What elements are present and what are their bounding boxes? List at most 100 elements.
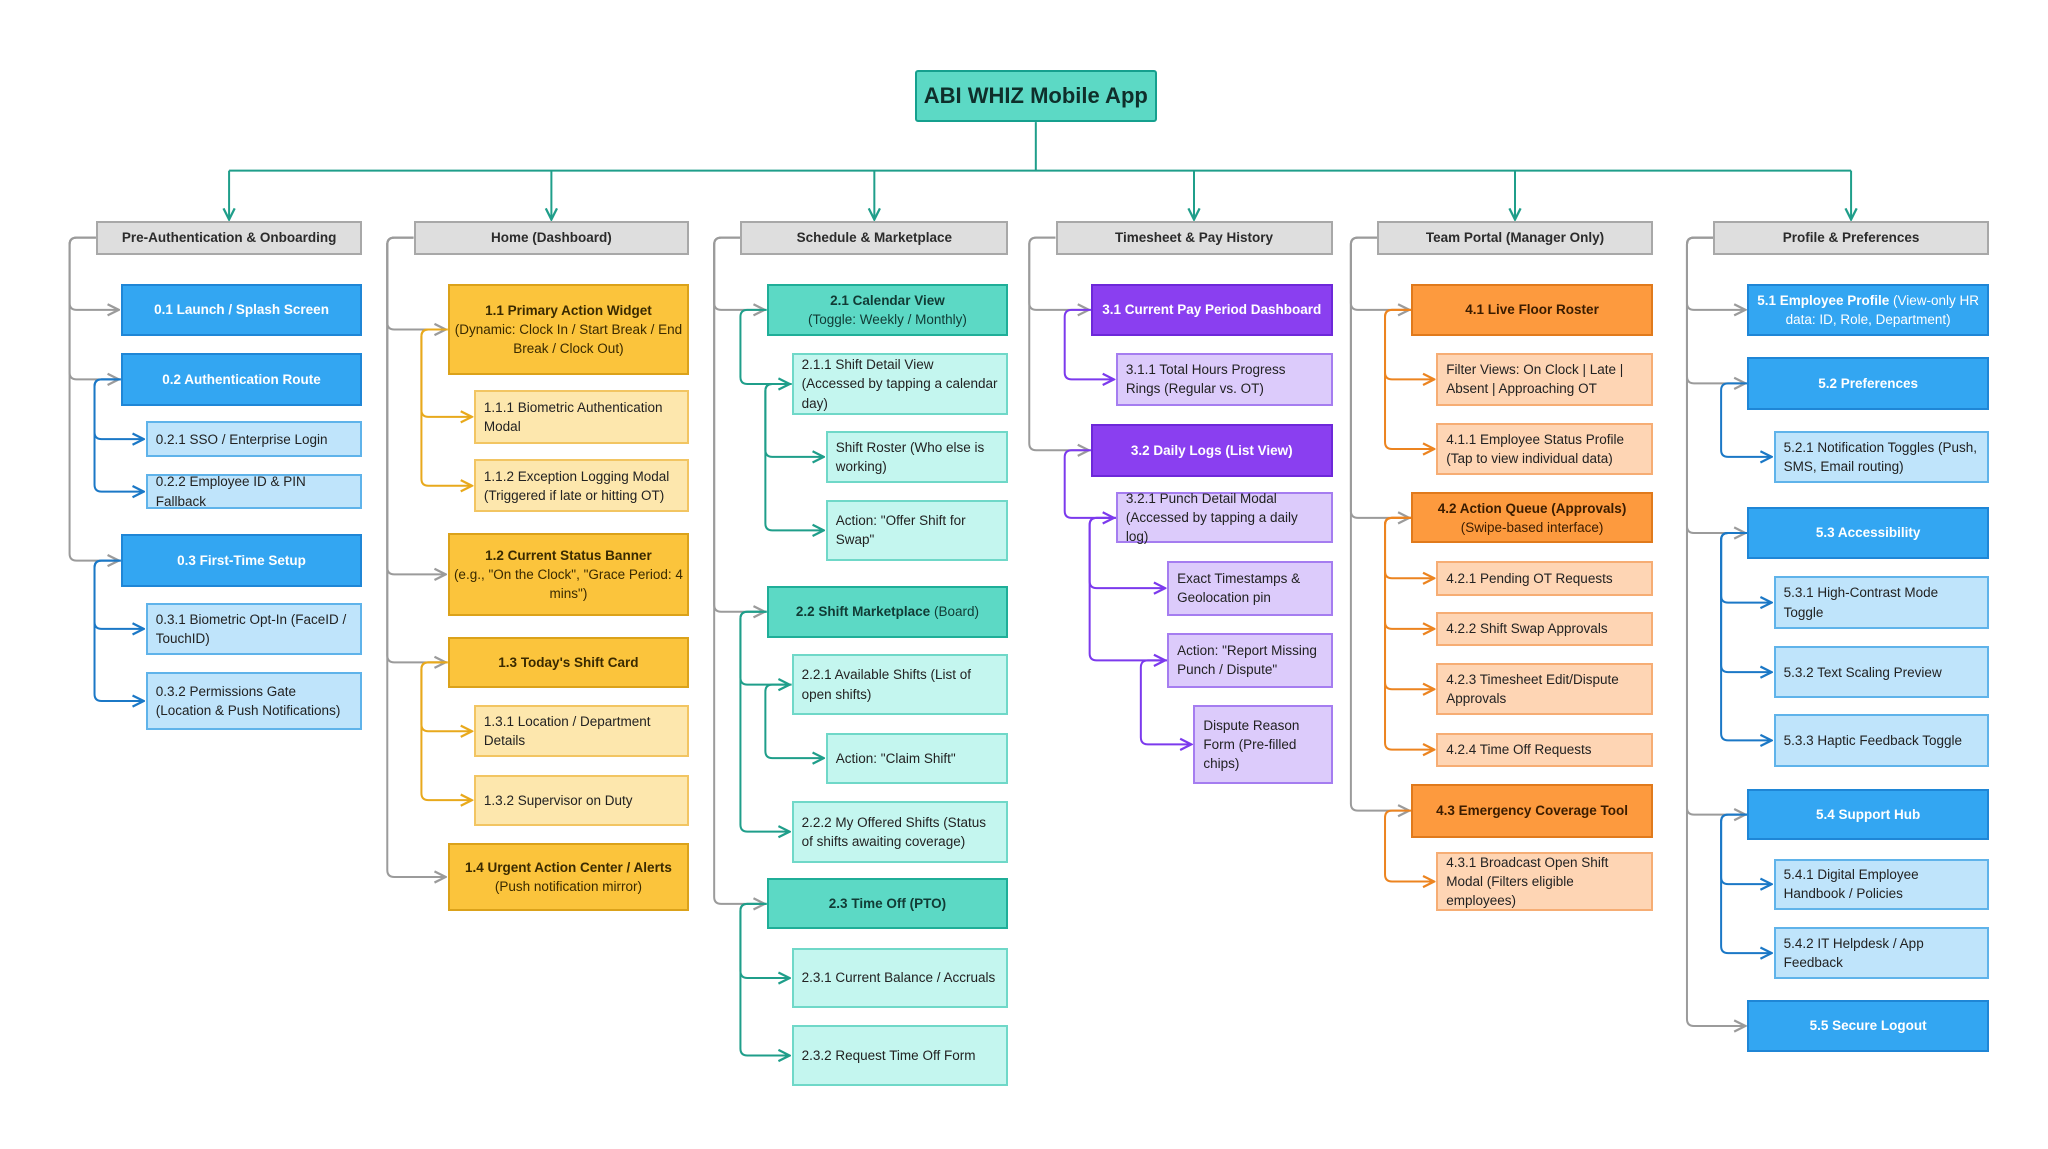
- node-label: 4.2.1 Pending OT Requests: [1446, 570, 1613, 586]
- node-4-2-action-queue-approvals: 4.2 Action Queue (Approvals)(Swipe-based…: [1411, 492, 1653, 544]
- node-label: Pre-Authentication & Onboarding: [121, 230, 337, 246]
- connector-action-report-missing-punch-dispute: [1088, 516, 1165, 660]
- connector-0-3-2-permissions-gate-location-push-notifications: [93, 559, 144, 701]
- node-0-3-2-permissions-gate-location-push-notifications: 0.3.2 Permissions Gate (Location & Push …: [145, 672, 363, 730]
- node-label: 4.2 Action Queue (Approvals): [1437, 500, 1627, 516]
- node-label: 4.3.1 Broadcast Open Shift Modal (Filter…: [1446, 854, 1609, 909]
- node-1-1-2-exception-logging-modal-triggered-if-late-or-hitting-o: 1.1.2 Exception Logging Modal (Triggered…: [473, 459, 690, 512]
- connector-5-3-accessibility: [1685, 236, 1745, 533]
- connector-action-claim-shift: [764, 683, 823, 759]
- node-label: 5.2 Preferences: [1818, 375, 1919, 391]
- node-4-2-4-time-off-requests: 4.2.4 Time Off Requests: [1436, 732, 1653, 767]
- node-label: 5.1 Employee Profile: [1757, 292, 1890, 308]
- connector-0-2-authentication-route: [68, 236, 119, 380]
- node-0-2-authentication-route: 0.2 Authentication Route: [120, 353, 363, 406]
- node-label: Home (Dashboard): [490, 230, 612, 246]
- node-label: 1.2 Current Status Banner: [485, 547, 652, 563]
- node-5-1-employee-profile: 5.1 Employee Profile (View-only HR data:…: [1747, 283, 1989, 337]
- connector-1-3-today-s-shift-card: [386, 236, 445, 663]
- node-1-1-1-biometric-authentication-modal: 1.1.1 Biometric Authentication Modal: [473, 389, 690, 444]
- node-label: Dispute Reason Form (Pre-filled chips): [1203, 717, 1300, 771]
- connector-action-offer-shift-for-swap: [764, 383, 823, 530]
- node-2-3-time-off-pto: 2.3 Time Off (PTO): [766, 878, 1009, 930]
- node-5-3-3-haptic-feedback-toggle: 5.3.3 Haptic Feedback Toggle: [1773, 714, 1989, 767]
- connector-0-2-2-employee-id-pin-fallback: [93, 378, 144, 491]
- node-label: Profile & Preferences: [1782, 230, 1920, 246]
- node-action-report-missing-punch-dispute: Action: "Report Missing Punch / Dispute": [1167, 632, 1333, 688]
- node-5-2-preferences: 5.2 Preferences: [1747, 357, 1989, 410]
- connector-4-2-3-timesheet-edit-dispute-approvals: [1384, 516, 1434, 689]
- node-1-3-2-supervisor-on-duty: 1.3.2 Supervisor on Duty: [473, 774, 690, 826]
- node-sublabel: (Board): [933, 604, 979, 620]
- connector-5-4-2-it-helpdesk-app-feedback: [1720, 813, 1772, 954]
- node-4-2-1-pending-ot-requests: 4.2.1 Pending OT Requests: [1436, 560, 1653, 596]
- node-timesheet-pay-history: Timesheet & Pay History: [1055, 220, 1333, 255]
- connector-1-1-2-exception-logging-modal-triggered-if-late-or-hitting-o: [420, 328, 472, 486]
- node-5-4-2-it-helpdesk-app-feedback: 5.4.2 IT Helpdesk / App Feedback: [1773, 926, 1989, 980]
- node-label: 3.1 Current Pay Period Dashboard: [1102, 302, 1322, 318]
- node-label: 2.3.2 Request Time Off Form: [801, 1047, 976, 1063]
- node-2-2-1-available-shifts-list-of-open-shifts: 2.2.1 Available Shifts (List of open shi…: [791, 653, 1009, 716]
- connector-4-1-1-employee-status-profile-tap-to-view-individual-data: [1384, 308, 1434, 449]
- connector-2-1-1-shift-detail-view-accessed-by-tapping-a-calendar-day: [739, 308, 789, 384]
- connector-5-2-1-notification-toggles-push-sms-email-routing: [1720, 382, 1772, 457]
- node-2-3-1-current-balance-accruals: 2.3.1 Current Balance / Accruals: [791, 947, 1009, 1009]
- node-label: Action: "Claim Shift": [835, 750, 956, 766]
- node-label: 5.4 Support Hub: [1816, 807, 1921, 823]
- connector-1-4-urgent-action-center-alerts: [386, 236, 445, 877]
- node-0-3-first-time-setup: 0.3 First-Time Setup: [120, 534, 363, 587]
- node-dispute-reason-form-pre-filled-chips: Dispute Reason Form (Pre-filled chips): [1193, 704, 1333, 784]
- node-shift-roster-who-else-is-working: Shift Roster (Who else is working): [825, 430, 1009, 484]
- node-5-3-1-high-contrast-mode-toggle: 5.3.1 High-Contrast Mode Toggle: [1773, 576, 1989, 629]
- node-1-3-today-s-shift-card: 1.3 Today's Shift Card: [447, 636, 690, 688]
- node-2-1-calendar-view: 2.1 Calendar View (Toggle: Weekly / Month…: [766, 283, 1009, 337]
- node-label: 0.2.2 Employee ID & PIN Fallback: [155, 474, 306, 509]
- node-label: 5.2.1 Notification Toggles (Push, SMS, E…: [1783, 439, 1977, 474]
- node-2-2-shift-marketplace: 2.2 Shift Marketplace (Board): [766, 585, 1009, 639]
- node-label: Timesheet & Pay History: [1114, 230, 1274, 246]
- root-node-title: ABI WHIZ Mobile App: [915, 69, 1157, 123]
- node-label: 0.2.1 SSO / Enterprise Login: [155, 431, 328, 447]
- node-5-4-support-hub: 5.4 Support Hub: [1747, 789, 1989, 841]
- node-sublabel: (Toggle: Weekly / Monthly): [808, 311, 967, 327]
- node-label: 4.1.1 Employee Status Profile (Tap to vi…: [1446, 431, 1625, 466]
- connector-4-2-action-queue-approvals: [1349, 236, 1409, 518]
- node-label: 4.2.3 Timesheet Edit/Dispute Approvals: [1446, 672, 1619, 707]
- node-label: 4.3 Emergency Coverage Tool: [1436, 803, 1628, 819]
- node-label: 0.3.1 Biometric Opt-In (FaceID / TouchID…: [155, 611, 347, 646]
- connector-2-3-time-off-pto: [713, 236, 765, 904]
- node-label: 4.1 Live Floor Roster: [1465, 302, 1599, 318]
- node-label: 5.3.3 Haptic Feedback Toggle: [1783, 732, 1962, 748]
- node-label: 2.2.2 My Offered Shifts (Status of shift…: [801, 814, 986, 849]
- node-label: 1.3.1 Location / Department Details: [483, 714, 651, 749]
- node-label: 0.2 Authentication Route: [162, 371, 321, 387]
- node-label: 3.2.1 Punch Detail Modal (Accessed by ta…: [1125, 491, 1298, 545]
- node-label: 5.4.2 IT Helpdesk / App Feedback: [1783, 935, 1924, 971]
- node-3-2-daily-logs-list-view: 3.2 Daily Logs (List View): [1090, 424, 1333, 477]
- connector-1-3-2-supervisor-on-duty: [420, 661, 472, 800]
- node-label: 0.3.2 Permissions Gate (Location & Push …: [155, 683, 341, 719]
- node-5-4-1-digital-employee-handbook-policies: 5.4.1 Digital Employee Handbook / Polici…: [1773, 858, 1989, 910]
- node-label: 5.4.1 Digital Employee Handbook / Polici…: [1783, 867, 1919, 902]
- node-label: 2.1 Calendar View: [830, 292, 945, 308]
- connector-2-3-2-request-time-off-form: [739, 902, 789, 1056]
- node-label: ABI WHIZ Mobile App: [923, 83, 1148, 109]
- node-5-3-accessibility: 5.3 Accessibility: [1747, 506, 1989, 560]
- connector-4-3-1-broadcast-open-shift-modal-filters-eligible-employees: [1384, 809, 1434, 882]
- node-label: 5.3 Accessibility: [1815, 525, 1921, 541]
- node-label: 1.1.1 Biometric Authentication Modal: [483, 399, 663, 434]
- node-label: 1.4 Urgent Action Center / Alerts: [465, 859, 672, 875]
- node-label: 5.3.1 High-Contrast Mode Toggle: [1783, 585, 1939, 620]
- node-1-2-current-status-banner: 1.2 Current Status Banner(e.g., "On the …: [447, 533, 690, 616]
- node-label: 2.2.1 Available Shifts (List of open shi…: [801, 667, 971, 702]
- node-5-3-2-text-scaling-preview: 5.3.2 Text Scaling Preview: [1773, 645, 1989, 699]
- node-label: 4.2.4 Time Off Requests: [1446, 742, 1592, 758]
- node-action-offer-shift-for-swap: Action: "Offer Shift for Swap": [825, 500, 1009, 561]
- node-team-portal-manager-only: Team Portal (Manager Only): [1377, 220, 1653, 255]
- node-profile-preferences: Profile & Preferences: [1713, 220, 1989, 255]
- connector-1-2-current-status-banner: [386, 236, 445, 575]
- node-label: Action: "Report Missing Punch / Dispute": [1177, 643, 1317, 678]
- connector-dispute-reason-form-pre-filled-chips: [1139, 659, 1192, 744]
